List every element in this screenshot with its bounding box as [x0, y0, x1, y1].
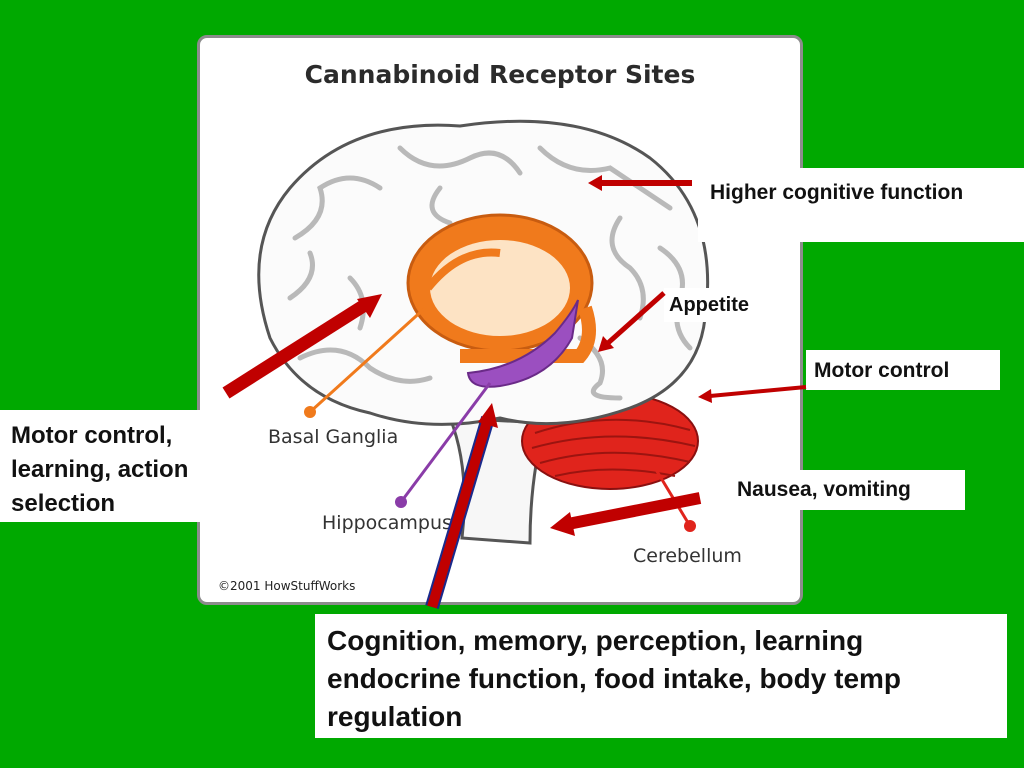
- callout-nausea: Nausea, vomiting: [729, 470, 965, 510]
- callout-appetite: Appetite: [664, 288, 774, 322]
- hippocampus-shape: [466, 299, 579, 388]
- callout-motor-control: Motor control: [806, 350, 1000, 390]
- callout-basal-ganglia-role: Motor control, learning, action selectio…: [0, 410, 222, 522]
- callout-hippocampus-role: Cognition, memory, perception, learning …: [315, 614, 1007, 738]
- basal-ganglia-shape: [406, 213, 596, 363]
- cerebellum-label: Cerebellum: [633, 545, 742, 567]
- hippocampus-label: Hippocampus: [322, 512, 452, 534]
- basal-ganglia-label: Basal Ganglia: [268, 426, 399, 448]
- callout-higher-cognitive: Higher cognitive function: [698, 168, 1024, 242]
- diagram-title: Cannabinoid Receptor Sites: [304, 60, 696, 89]
- copyright-text: ©2001 HowStuffWorks: [218, 579, 356, 593]
